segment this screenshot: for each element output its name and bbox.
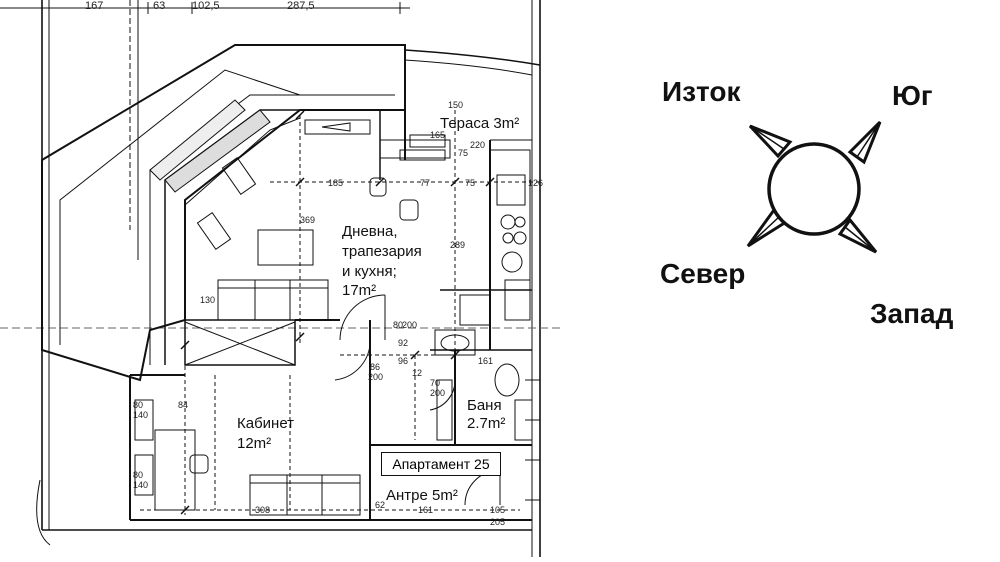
room-label-study: Кабинет [237,415,295,432]
room-label-living: Дневна, [342,223,398,240]
dimension-label: 200 [402,320,418,330]
room-label-terrace: Тераса 3m² [440,115,520,132]
dimension-label: 205 [490,517,506,527]
top-dimension: 102,5 [192,0,220,12]
compass-label-west: Запад [870,298,954,329]
dimension-label: 70 [430,378,441,388]
dimension-label: 77 [420,178,431,188]
dimension-label: 12 [412,368,423,378]
dimension-label: 369 [300,215,316,225]
compass-rose-icon [746,120,882,254]
dimension-label: 161 [478,356,494,366]
room-area-study: 12m² [237,435,272,452]
room-label-living: трапезария [342,243,422,260]
compass-label-north: Север [660,258,746,289]
dimension-label: 75 [465,178,476,188]
dimension-label: 165 [430,130,446,140]
floor-plan-drawing [0,0,560,557]
dimension-label: 200 [430,388,446,398]
dimension-label: 96 [398,356,409,366]
room-label-bathroom: Баня [467,397,502,414]
dimension-label: 161 [418,505,434,515]
dimension-label: 126 [528,178,544,188]
dimension-label: 86 [370,362,381,372]
room-label-hall: Антре 5m² [386,487,458,504]
dimension-label: 130 [200,295,216,305]
dimension-label: 75 [458,148,469,158]
compass-label-east: Изток [662,76,741,107]
dimension-label: 289 [450,240,466,250]
dimension-label: 220 [470,140,486,150]
compass: Изток Юг Север Запад [650,70,990,370]
room-area-living: 17m² [342,282,377,299]
dimension-label: 62 [375,500,386,510]
room-area-bathroom: 2.7m² [467,415,506,432]
top-dimension: 287,5 [287,0,315,12]
dimension-label: 92 [398,338,409,348]
floor-plan: 167 63 102,5 287,5 165 150 75 220 185 77… [0,0,560,557]
apartment-label: Апартамент 25 [381,452,501,476]
dimension-label: 84 [178,400,189,410]
dimension-label: 185 [328,178,344,188]
dimension-label: 150 [448,100,464,110]
dimension-label: 80 [133,400,144,410]
dimension-label: 105 [490,505,506,515]
dimension-label: 308 [255,505,271,515]
top-dimension: 167 [85,0,104,12]
dimension-label: 140 [133,480,149,490]
dimension-label: 140 [133,410,149,420]
dimension-label: 80 [133,470,144,480]
top-dimension: 63 [153,0,166,12]
dimension-label: 200 [368,372,384,382]
room-label-living: и кухня; [342,263,397,280]
compass-label-south: Юг [892,80,933,111]
dimension-label: 80 [393,320,404,330]
